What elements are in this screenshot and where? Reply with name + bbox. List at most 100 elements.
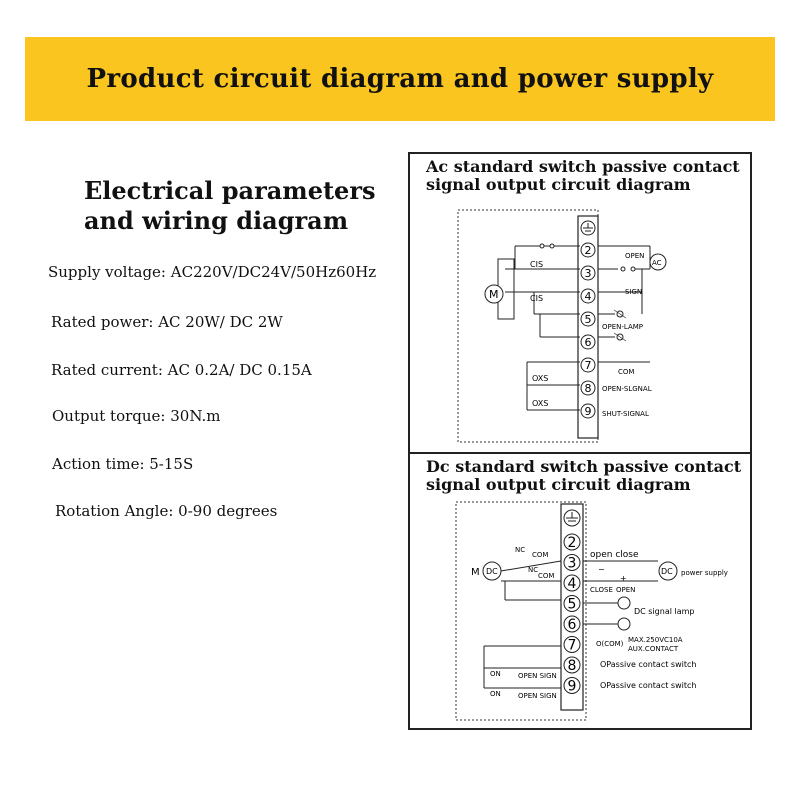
ac-terminal-3: 3 xyxy=(580,265,596,281)
ac-cis-label-2: CIS xyxy=(530,294,543,303)
ac-terminal-4: 4 xyxy=(580,288,596,304)
dc-terminal-9: 9 xyxy=(563,677,581,695)
dc-open-sign-label-2: OPEN SIGN xyxy=(518,692,557,700)
dc-open-close-label: open close xyxy=(590,550,639,560)
dc-terminal-label: 2 xyxy=(568,535,577,551)
ac-diagram-panel: Ac standard switch passive contact signa… xyxy=(408,152,752,454)
dc-title-line-2: signal output circuit diagram xyxy=(426,475,691,494)
ac-sign-label: SIGN xyxy=(625,288,642,296)
dc-terminal-4: 4 xyxy=(563,574,581,592)
parameters-heading: Electrical parameters and wiring diagram xyxy=(84,176,410,236)
ground-symbol-icon xyxy=(580,220,596,236)
dc-terminal-label: 7 xyxy=(568,638,577,654)
ac-terminal-6: 6 xyxy=(580,334,596,350)
dc-terminal-label: 8 xyxy=(568,658,577,674)
dc-terminal-5: 5 xyxy=(563,595,581,613)
dc-aux-label: AUX.CONTACT xyxy=(628,645,679,653)
dc-open-sign-label-1: OPEN SIGN xyxy=(518,672,557,680)
dc-com-label-2: COM xyxy=(538,572,554,580)
ac-com-label: COM xyxy=(618,368,634,376)
param-supply-voltage: Supply voltage: AC220V/DC24V/50Hz60Hz xyxy=(48,263,377,281)
parameters-section: Electrical parameters and wiring diagram xyxy=(40,176,410,262)
ground-symbol-icon xyxy=(563,509,581,527)
ac-terminal-label: 8 xyxy=(585,382,592,395)
dc-motor-dc-label: DC xyxy=(486,567,498,576)
dc-on-label-1: ON xyxy=(490,670,501,678)
ac-terminal-9: 9 xyxy=(580,403,596,419)
dc-minus-label: − xyxy=(598,565,605,574)
param-action-time: Action time: 5-15S xyxy=(52,455,194,473)
ac-oxs-label-2: OXS xyxy=(532,399,548,408)
ac-title-line-1: Ac standard switch passive contact xyxy=(426,157,740,176)
dc-nc-label-2: NC xyxy=(528,566,538,574)
motor-icon: DC xyxy=(482,561,502,581)
ac-terminal-label: 5 xyxy=(585,313,592,326)
page-title: Product circuit diagram and power supply xyxy=(86,64,714,94)
ac-terminal-2: 2 xyxy=(580,242,596,258)
switch-contact-icon xyxy=(539,243,545,249)
ac-terminal-7: 7 xyxy=(580,357,596,373)
ac-cis-label-1: CIS xyxy=(530,260,543,269)
dc-open-label: OPEN xyxy=(616,586,635,594)
ac-terminal-8: 8 xyxy=(580,380,596,396)
dc-terminal-label: 6 xyxy=(568,617,577,633)
lamp-icon xyxy=(617,617,631,631)
dc-diagram-panel: Dc standard switch passive contact signa… xyxy=(408,452,752,730)
dc-terminal-label: 9 xyxy=(568,679,577,695)
dc-terminal-2: 2 xyxy=(563,533,581,551)
dc-diagram-title: Dc standard switch passive contact signa… xyxy=(426,458,741,494)
switch-contact-icon xyxy=(630,266,636,272)
dc-terminal-strip xyxy=(560,503,584,711)
switch-contact-icon xyxy=(549,243,555,249)
ac-shut-signal-label: SHUT-SIGNAL xyxy=(602,410,649,418)
dc-com-label: O(COM) xyxy=(596,640,624,648)
motor-icon: M xyxy=(484,284,504,304)
param-output-torque: Output torque: 30N.m xyxy=(52,407,221,425)
dc-terminal-label: 5 xyxy=(568,597,577,613)
ac-terminal-label: 6 xyxy=(585,336,592,349)
ac-oxs-label-1: OXS xyxy=(532,374,548,383)
dc-power-supply-label: power supply xyxy=(681,569,728,577)
dc-source-label: DC xyxy=(661,567,673,576)
heading-line-1: Electrical parameters xyxy=(84,176,376,205)
dc-title-line-1: Dc standard switch passive contact xyxy=(426,457,742,476)
ac-open-signal-label: OPEN-SLGNAL xyxy=(602,385,652,393)
dc-motor-label: M xyxy=(471,567,480,578)
dc-passive-switch-2: OPassive contact switch xyxy=(600,681,696,690)
dc-terminal-3: 3 xyxy=(563,554,581,572)
ac-terminal-label: 4 xyxy=(585,290,592,303)
dc-signal-lamp-label: DC signal lamp xyxy=(634,607,695,616)
lamp-icon xyxy=(617,596,631,610)
dc-max-label: MAX.250VC10A xyxy=(628,636,683,644)
ac-circuit-diagram: 2 3 4 5 6 7 8 9 CIS CIS OXS OXS M AC xyxy=(457,209,667,443)
param-rated-power: Rated power: AC 20W/ DC 2W xyxy=(51,313,283,331)
ac-source-label: AC xyxy=(652,259,662,267)
dc-plus-label: + xyxy=(620,574,627,583)
dc-nc-label-1: NC xyxy=(515,546,525,554)
heading-line-2: and wiring diagram xyxy=(84,206,349,235)
ac-motor-label: M xyxy=(489,288,499,301)
title-banner: Product circuit diagram and power supply xyxy=(25,37,775,121)
ac-diagram-title: Ac standard switch passive contact signa… xyxy=(426,158,740,194)
ac-terminal-strip xyxy=(577,215,599,439)
ac-terminal-label: 7 xyxy=(585,359,592,372)
param-rotation-angle: Rotation Angle: 0-90 degrees xyxy=(55,502,278,520)
ac-terminal-label: 3 xyxy=(585,267,592,280)
param-rated-current: Rated current: AC 0.2A/ DC 0.15A xyxy=(51,361,312,379)
lamp-icon xyxy=(613,332,627,342)
ac-source-icon: AC xyxy=(649,253,667,271)
dc-close-label: CLOSE xyxy=(590,586,613,594)
dc-dashed-enclosure xyxy=(455,501,587,721)
dc-source-icon: DC xyxy=(658,561,678,581)
dc-passive-switch-1: OPassive contact switch xyxy=(600,660,696,669)
dc-terminal-7: 7 xyxy=(563,636,581,654)
lamp-icon xyxy=(613,309,627,319)
ac-terminal-label: 2 xyxy=(585,244,592,257)
ac-terminal-5: 5 xyxy=(580,311,596,327)
dc-terminal-label: 4 xyxy=(568,576,577,592)
ac-open-label: OPEN xyxy=(625,252,644,260)
ac-open-lamp-label: OPEN-LAMP xyxy=(602,323,643,331)
ac-dashed-enclosure xyxy=(457,209,599,443)
ac-terminal-label: 9 xyxy=(585,405,592,418)
